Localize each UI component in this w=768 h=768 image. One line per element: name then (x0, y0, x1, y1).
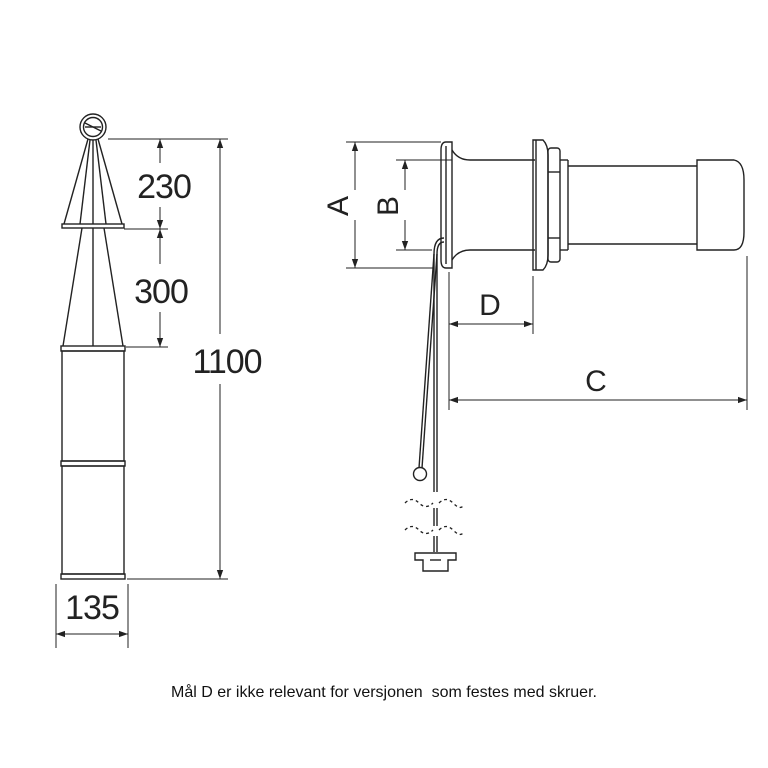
fitting-dimensions (346, 141, 748, 410)
dim-d-label: D (479, 289, 501, 322)
tube (568, 165, 697, 245)
dim-1100-label: 1100 (192, 343, 261, 381)
dim-b-label: B (372, 196, 405, 216)
dim-135-label: 135 (65, 589, 119, 627)
pole-dimensions (55, 138, 228, 648)
nut (532, 139, 569, 271)
cord-ball (412, 466, 428, 482)
dim-230-label: 230 (137, 168, 191, 206)
fitting-side-view (404, 139, 745, 572)
dim-300-label: 300 (134, 273, 188, 311)
footnote: Mål D er ikke relevant for versjonen som… (171, 684, 597, 701)
dim-c-label: C (585, 365, 607, 398)
neck (451, 149, 535, 261)
cord-grip (414, 552, 457, 572)
top-cone (61, 138, 125, 229)
flange (440, 141, 453, 269)
dim-a-label: A (322, 196, 355, 216)
end-cap (696, 159, 745, 251)
pole-front-view (60, 113, 126, 580)
pull-cord (412, 237, 445, 552)
pole-body (60, 345, 126, 580)
break-marks (404, 498, 464, 536)
tapered-section (62, 227, 124, 347)
